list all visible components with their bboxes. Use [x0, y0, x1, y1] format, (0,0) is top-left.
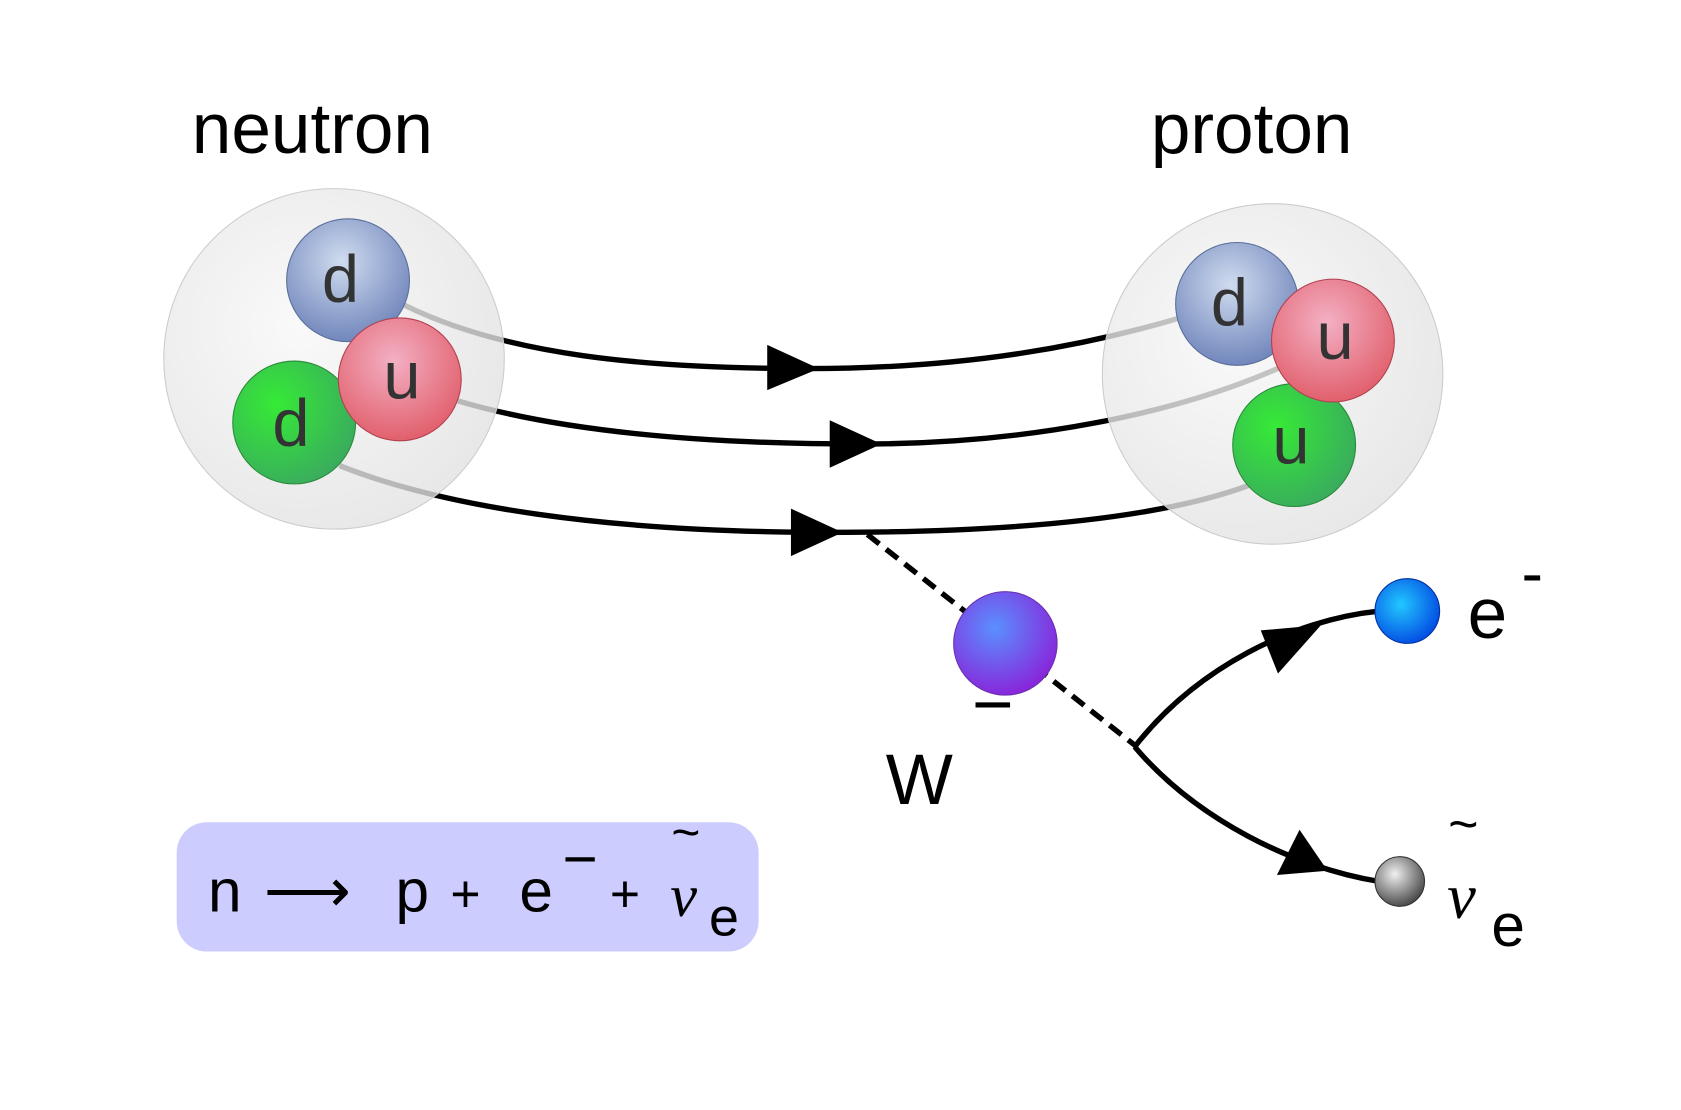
- equation-e-charge: −: [562, 824, 597, 892]
- arrowheads: [767, 344, 882, 557]
- antineutrino-subscript: e: [1491, 891, 1525, 959]
- equation-nu-tilde: ~: [671, 804, 700, 860]
- equation-box: n ⟶ p + e − + ν ~ e: [176, 804, 759, 952]
- quark-label: d: [272, 387, 309, 461]
- quark-label: u: [383, 340, 420, 414]
- antineutrino-label: ν: [1447, 860, 1476, 932]
- equation-arrow: ⟶: [264, 857, 351, 925]
- equation-nu-subscript: e: [709, 887, 739, 947]
- quark-d-blue: [286, 218, 411, 343]
- electron: [1374, 578, 1441, 644]
- quark-u-red: [337, 317, 462, 442]
- arrow-icon: [1260, 625, 1322, 674]
- lepton-lines: [1132, 608, 1380, 885]
- w-boson: [953, 591, 1058, 696]
- arrow-icon: [1276, 829, 1328, 876]
- w-charge: −: [972, 665, 1014, 744]
- electron-charge: -: [1522, 536, 1544, 609]
- antineutrino: [1374, 856, 1426, 907]
- w-label: W: [886, 741, 953, 820]
- equation-plus: +: [450, 865, 480, 923]
- antineutrino-tilde: ~: [1448, 795, 1478, 853]
- quark-label: d: [322, 243, 359, 317]
- proton-label: proton: [1151, 90, 1353, 169]
- arrow-icon: [790, 508, 843, 557]
- equation-n: n: [208, 857, 242, 925]
- quark-label: u: [1272, 404, 1309, 478]
- equation-e: e: [519, 857, 553, 925]
- arrow-icon: [829, 420, 882, 468]
- quark-label: d: [1211, 266, 1248, 340]
- electron-label: e: [1468, 575, 1508, 654]
- equation-plus: +: [610, 865, 640, 923]
- neutron: d d u: [163, 188, 505, 530]
- neutron-label: neutron: [192, 90, 433, 169]
- proton: d u u: [1101, 203, 1444, 545]
- arrow-icon: [767, 344, 819, 391]
- quark-label: u: [1317, 300, 1354, 374]
- equation-nu: ν: [670, 863, 697, 930]
- equation-p: p: [395, 857, 429, 925]
- quark-u-red: [1270, 278, 1395, 403]
